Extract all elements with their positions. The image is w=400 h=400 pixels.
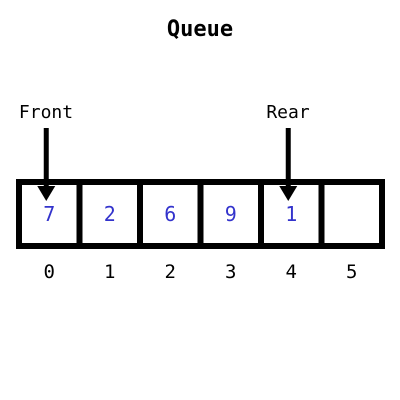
index-label: 0 — [44, 261, 55, 283]
front-label: Front — [19, 102, 73, 123]
queue-cells: 7 0 2 1 6 2 9 3 1 4 5 — [16, 179, 385, 283]
cell-value: 6 — [164, 202, 176, 226]
index-label: 1 — [104, 261, 115, 283]
rear-arrow-head — [279, 186, 298, 201]
rear-arrow — [279, 128, 298, 201]
queue-cell — [258, 179, 325, 249]
cell-value: 1 — [285, 202, 297, 226]
cell-value: 7 — [43, 202, 55, 226]
front-arrow — [37, 128, 56, 201]
index-label: 4 — [286, 261, 297, 283]
cell-value: 2 — [104, 202, 116, 226]
index-label: 3 — [225, 261, 236, 283]
front-arrow-head — [37, 186, 56, 201]
pointer-group: Front Rear — [19, 102, 310, 123]
queue-cell — [76, 179, 143, 249]
pointer-arrows — [37, 128, 298, 201]
index-label: 5 — [346, 261, 357, 283]
queue-cell — [137, 179, 204, 249]
queue-cell — [318, 179, 385, 249]
rear-label: Rear — [266, 102, 310, 123]
diagram-title: Queue — [167, 17, 233, 42]
index-label: 2 — [165, 261, 176, 283]
cell-value: 9 — [225, 202, 237, 226]
